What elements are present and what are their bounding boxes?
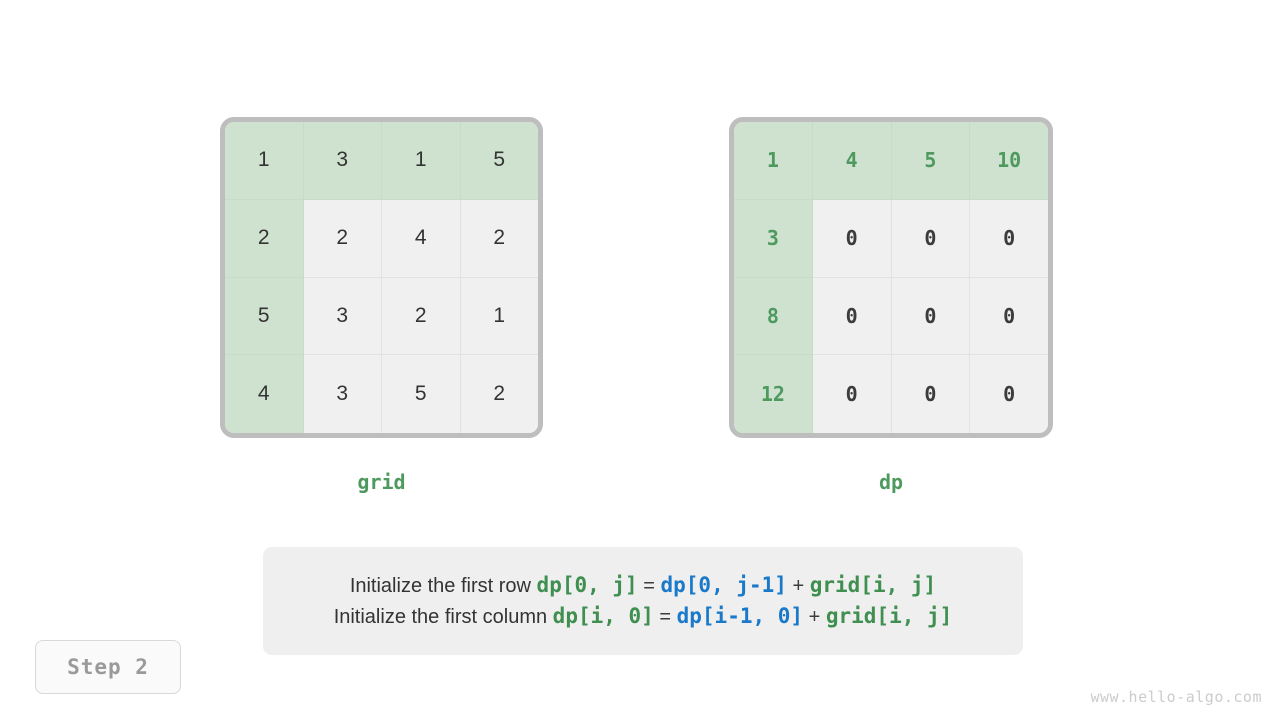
formula-prefix: Initialize the first column xyxy=(333,606,553,628)
dp-caption: dp xyxy=(878,470,904,494)
matrix-cell-dp-2-2: 0 xyxy=(891,277,971,356)
matrix-cell-dp-0-0: 1 xyxy=(734,122,813,200)
matrix-cell-grid-2-2: 2 xyxy=(382,277,461,356)
matrix-cell-grid-0-2: 1 xyxy=(382,122,461,200)
formula-rhs-grid: grid[i, j] xyxy=(825,604,953,628)
matrix-cell-grid-3-1: 3 xyxy=(303,355,382,433)
matrix-cell-dp-0-2: 5 xyxy=(891,122,971,200)
formula-line-first-column: Initialize the first column dp[i, 0] = d… xyxy=(333,604,953,628)
formula-box: Initialize the first row dp[0, j] = dp[0… xyxy=(263,547,1023,655)
formula-rhs-dp: dp[i-1, 0] xyxy=(676,604,804,628)
matrix-cell-grid-3-3: 2 xyxy=(460,355,538,433)
step-badge: Step 2 xyxy=(35,640,181,694)
formula-equals: = xyxy=(637,575,661,597)
matrix-cell-dp-1-1: 0 xyxy=(812,199,892,278)
matrix-cell-grid-0-0: 1 xyxy=(225,122,304,200)
matrix-cell-grid-0-1: 3 xyxy=(303,122,382,200)
matrix-cell-dp-3-3: 0 xyxy=(970,355,1048,433)
matrix-cell-dp-3-2: 0 xyxy=(891,355,971,433)
matrix-cell-dp-2-0: 8 xyxy=(734,277,813,356)
matrix-cell-dp-1-3: 0 xyxy=(970,199,1048,278)
matrix-cell-grid-0-3: 5 xyxy=(460,122,538,200)
matrix-cell-dp-0-3: 10 xyxy=(970,122,1048,200)
matrix-cell-grid-1-2: 4 xyxy=(382,199,461,278)
matrix-cell-dp-0-1: 4 xyxy=(812,122,892,200)
matrix-cell-dp-1-2: 0 xyxy=(891,199,971,278)
formula-equals: = xyxy=(653,606,677,628)
formula-rhs-grid: grid[i, j] xyxy=(809,573,937,597)
grid-caption: grid xyxy=(357,470,406,494)
formula-lhs: dp[0, j] xyxy=(536,573,638,597)
formula-lhs: dp[i, 0] xyxy=(552,604,654,628)
formula-rhs-dp: dp[0, j-1] xyxy=(660,573,787,597)
formula-plus: + xyxy=(803,606,826,628)
matrix-cell-dp-3-0: 12 xyxy=(734,355,813,433)
formula-plus: + xyxy=(786,575,810,597)
matrix-cell-grid-1-1: 2 xyxy=(303,199,382,278)
matrix-cell-dp-2-3: 0 xyxy=(970,277,1048,356)
matrix-cell-grid-2-1: 3 xyxy=(303,277,382,356)
matrix-cell-grid-1-3: 2 xyxy=(460,199,538,278)
matrix-cell-dp-2-1: 0 xyxy=(812,277,892,356)
watermark: www.hello-algo.com xyxy=(1090,688,1262,706)
formula-line-first-row: Initialize the first row dp[0, j] = dp[0… xyxy=(349,573,937,597)
matrix-cell-grid-2-3: 1 xyxy=(460,277,538,356)
matrix-cell-grid-2-0: 5 xyxy=(225,277,304,356)
matrix-cell-dp-1-0: 3 xyxy=(734,199,813,278)
matrix-cell-dp-3-1: 0 xyxy=(812,355,892,433)
matrix-cell-grid-1-0: 2 xyxy=(225,199,304,278)
formula-prefix: Initialize the first row xyxy=(349,575,537,597)
matrix-cell-grid-3-0: 4 xyxy=(225,355,304,433)
matrix-cell-grid-3-2: 5 xyxy=(382,355,461,433)
